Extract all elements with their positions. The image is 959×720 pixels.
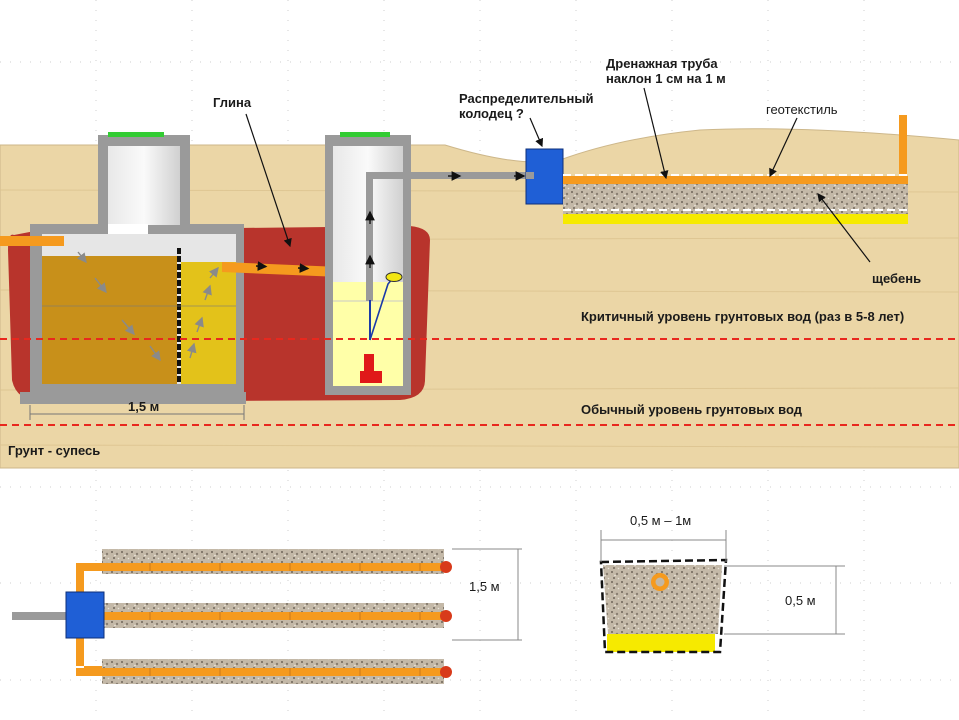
clay-label: Глина (213, 95, 252, 110)
inlet-pipe (0, 236, 64, 246)
float-switch (385, 272, 403, 282)
soil-label: Грунт - супесь (8, 443, 101, 458)
plan-view (12, 548, 522, 684)
distribution-well (525, 148, 564, 205)
plan-manifold (76, 563, 102, 674)
spacing-label: 1,5 м (469, 579, 500, 594)
gravel-label: щебень (872, 271, 922, 286)
trench-width-label: 0,5 м – 1м (630, 513, 692, 528)
drain-gravel (563, 182, 908, 214)
normal-level-label: Обычный уровень грунтовых вод (581, 402, 802, 417)
geotextile-label: геотекстиль (766, 102, 838, 117)
trench-sand (607, 634, 715, 652)
distribution-well-label: Распределительный колодец ? (459, 91, 594, 121)
tank-lid (108, 132, 164, 137)
spacing-dimension (452, 548, 522, 641)
trench-width-dimension (600, 530, 727, 562)
drain-field-section (563, 115, 908, 224)
tank-width-dimension (29, 405, 245, 420)
trench-section (599, 530, 845, 654)
well-lid (340, 132, 390, 137)
trench-outline (599, 558, 728, 654)
drain-sand (563, 214, 908, 224)
tank-width-label: 1,5 м (128, 399, 160, 414)
settled-chamber (181, 262, 236, 384)
vent-pipe (899, 115, 907, 183)
pump-well (325, 132, 411, 395)
trench-depth-dimension (724, 565, 845, 635)
trench-depth-label: 0,5 м (785, 593, 816, 608)
drain-pipe-label: Дренажная труба наклон 1 см на 1 м (606, 56, 726, 86)
trench-gravel (603, 565, 722, 634)
sewage-chamber (42, 256, 177, 384)
drain-pipe (563, 176, 908, 184)
pipe-flow-arrows (255, 261, 310, 273)
leader-lines (245, 87, 871, 263)
overflow-pipe (222, 262, 340, 277)
critical-level-label: Критичный уровень грунтовых вод (раз в 5… (581, 309, 905, 324)
septic-tank (20, 132, 246, 404)
pump (364, 354, 374, 372)
plan-distribution-well (65, 591, 105, 639)
